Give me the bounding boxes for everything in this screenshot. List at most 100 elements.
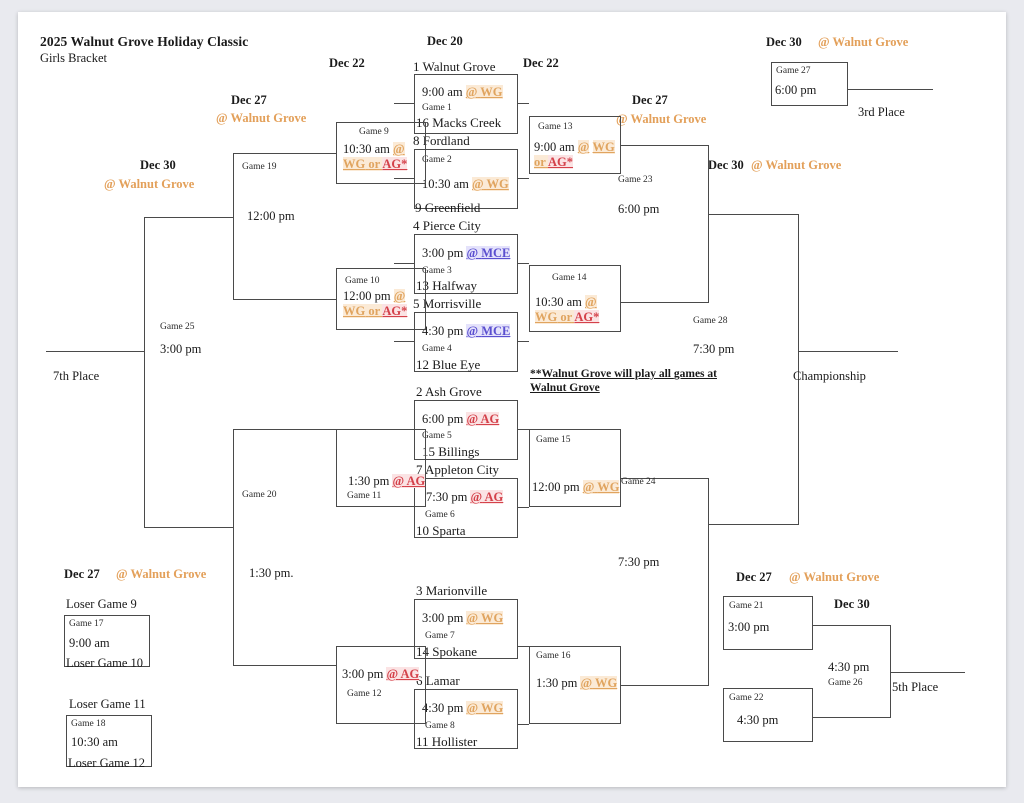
game-27-label: Game 27: [776, 66, 811, 76]
round-header-dec30-right: Dec 30: [708, 158, 744, 172]
venue-link-wg[interactable]: WG: [592, 140, 615, 154]
at-symbol: @: [465, 85, 478, 99]
game-4-time: 4:30 pm @ MCE: [422, 324, 511, 339]
at-symbol: @: [470, 490, 483, 504]
game-21-time: 3:00 pm: [728, 620, 770, 634]
venue-link-wg[interactable]: @ WG: [580, 676, 618, 690]
line-g1-to-g13: [518, 103, 529, 105]
game-box-13: [529, 116, 621, 174]
game-3-time: 3:00 pm @ MCE: [422, 246, 511, 261]
bracket-vline-g23: [708, 145, 710, 303]
game-1-time-text: 9:00 am: [422, 85, 463, 99]
venue-code-ag: AG*: [382, 304, 408, 318]
game-box-7: [414, 599, 518, 659]
game-box-16: [529, 646, 621, 724]
round-header-dec20: Dec 20: [427, 34, 463, 48]
line-g9-to-g19: [233, 153, 336, 155]
team-seed-15: 15 Billings: [422, 444, 480, 459]
game-25-label: Game 25: [160, 322, 195, 332]
team-seed-13: 13 Halfway: [416, 278, 478, 293]
feed-line-g4: [394, 341, 414, 343]
venue-link-ag[interactable]: @ AG: [386, 667, 420, 681]
game-18-top-feed: Loser Game 11: [69, 697, 146, 711]
venue-link-ag[interactable]: AG*: [382, 304, 408, 318]
game-14-label: Game 14: [552, 273, 587, 283]
venue-link-wg[interactable]: @: [393, 142, 405, 156]
third-place-label: 3rd Place: [858, 105, 905, 119]
at-symbol: @: [472, 177, 484, 191]
venue-link-wg[interactable]: WG: [535, 310, 558, 324]
game-20-label: Game 20: [242, 490, 277, 500]
game-5-label: Game 5: [422, 431, 452, 441]
venue-link-wg[interactable]: @: [393, 289, 406, 303]
game-1-label: Game 1: [422, 103, 452, 113]
team-seed-6: 6 Lamar: [416, 673, 460, 688]
game-22-time: 4:30 pm: [737, 713, 779, 727]
game-box-9: [336, 122, 426, 184]
venue-link-wg[interactable]: @ WG: [472, 177, 509, 191]
venue-link-wg[interactable]: @ WG: [465, 85, 503, 99]
venue-link-ag[interactable]: AG*: [574, 310, 600, 324]
line-g3-to-g14: [518, 263, 529, 265]
venue-code-wg: WG: [535, 310, 558, 324]
feed-line-g2: [394, 178, 414, 180]
team-seed-8: 8 Fordland: [413, 133, 470, 148]
at-symbol: @: [580, 676, 593, 690]
team-seed-14: 14 Spokane: [416, 644, 478, 659]
venue-link-ag[interactable]: @ AG: [466, 412, 500, 426]
fifth-place-label: 5th Place: [892, 680, 939, 694]
venue-link-ag[interactable]: AG*: [382, 157, 408, 171]
game-box-15: [529, 429, 621, 507]
game-box-12: [336, 646, 426, 724]
game-box-22: [723, 688, 813, 742]
game-7-label: Game 7: [425, 631, 455, 641]
game-2-time-text: 10:30 am: [422, 177, 469, 191]
venue-or: or: [365, 304, 383, 318]
line-g16-to-g24: [621, 685, 709, 687]
at-symbol: @: [466, 701, 479, 715]
venue-link-ag[interactable]: @ AG: [392, 474, 426, 488]
venue-link-ag[interactable]: @ AG: [470, 490, 504, 504]
venue-link-wg[interactable]: @ WG: [466, 701, 504, 715]
venue-link-wg[interactable]: WG: [343, 304, 366, 318]
round-header-dec22-left: Dec 22: [329, 56, 365, 70]
venue-code: WG: [481, 701, 504, 715]
venue-link-wg[interactable]: @: [585, 295, 597, 309]
at-symbol: @: [393, 289, 406, 303]
game-16-time-text: 1:30 pm: [536, 676, 578, 690]
venue-code: AG: [400, 667, 420, 681]
line-g2-to-g13: [518, 178, 529, 180]
game-box-2: [414, 149, 518, 209]
game-6-label: Game 6: [425, 510, 455, 520]
venue-code: WG: [486, 177, 509, 191]
game-23-time: 6:00 pm: [618, 202, 660, 216]
venue-link-wg[interactable]: @ WG: [466, 611, 504, 625]
at-symbol: @: [577, 140, 590, 154]
venue-link-wg[interactable]: @: [577, 140, 590, 154]
venue-link-mce[interactable]: @ MCE: [466, 324, 511, 338]
round-header-dec27-left-venue: @ Walnut Grove: [216, 111, 307, 125]
venue-link-ag[interactable]: AG*: [548, 155, 574, 169]
game-4-label: Game 4: [422, 344, 452, 354]
venue-code: WG: [595, 676, 618, 690]
team-seed-4: 4 Pierce City: [413, 218, 481, 233]
game-4-time-text: 4:30 pm: [422, 324, 464, 338]
venue-code-ag: AG*: [574, 310, 600, 324]
at-symbol: @: [585, 295, 597, 309]
round-header-dec27-cons-right-venue: @ Walnut Grove: [789, 570, 880, 584]
venue-link-wg[interactable]: WG: [343, 157, 366, 171]
venue-or: or: [557, 310, 575, 324]
line-g27-out: [848, 89, 933, 91]
round-header-dec27-cons-left-venue: @ Walnut Grove: [116, 567, 207, 581]
at-symbol: @: [393, 142, 405, 156]
game-5-time: 6:00 pm @ AG: [422, 412, 500, 427]
game-13-time-text: 9:00 am: [534, 140, 575, 154]
venue-link-mce[interactable]: @ MCE: [466, 246, 511, 260]
round-header-dec27-cons-left: Dec 27: [64, 567, 100, 581]
bracket-vline-g24: [708, 478, 710, 686]
venue-link-wg[interactable]: @ WG: [582, 480, 620, 494]
line-g4-to-g14: [518, 341, 529, 343]
at-symbol: @: [582, 480, 595, 494]
game-box-3: [414, 234, 518, 294]
game-14-time: 10:30 am @ WG or AG*: [535, 295, 621, 325]
